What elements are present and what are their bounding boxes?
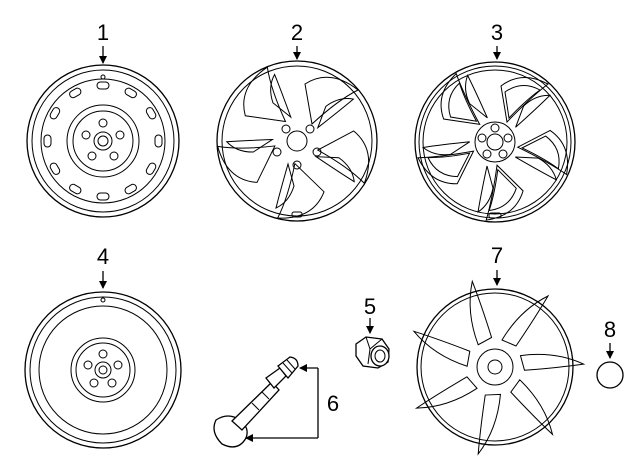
callout-8: 8: [604, 317, 616, 342]
part-5-lug-nut[interactable]: [355, 336, 390, 369]
cover-vanes: [412, 279, 586, 456]
part-4-spare-wheel[interactable]: [24, 291, 182, 449]
lug-holes: [272, 124, 322, 170]
part-2-alloy-wheel[interactable]: [210, 60, 378, 228]
lug-holes: [81, 118, 125, 161]
callout-3: 3: [491, 20, 503, 45]
part-7-wheel-cover[interactable]: [412, 279, 586, 456]
callout-4: 4: [97, 244, 109, 269]
callout-6: 6: [327, 391, 339, 416]
lug-holes: [477, 123, 513, 159]
callout-5: 5: [364, 294, 376, 319]
part-6-valve-stem[interactable]: [213, 356, 299, 448]
part-1-steel-wheel[interactable]: [26, 64, 180, 218]
callout-1: 1: [97, 20, 109, 45]
part-8-center-cap[interactable]: [596, 361, 624, 389]
lug-holes: [83, 349, 123, 388]
callout-7: 7: [491, 243, 503, 268]
part-3-alloy-wheel[interactable]: [414, 61, 576, 225]
callout-2: 2: [291, 20, 303, 45]
spoke-openings: [216, 66, 370, 219]
vent-slots: [43, 81, 163, 201]
leader-6: [245, 364, 319, 442]
spoke-openings: [417, 72, 568, 221]
